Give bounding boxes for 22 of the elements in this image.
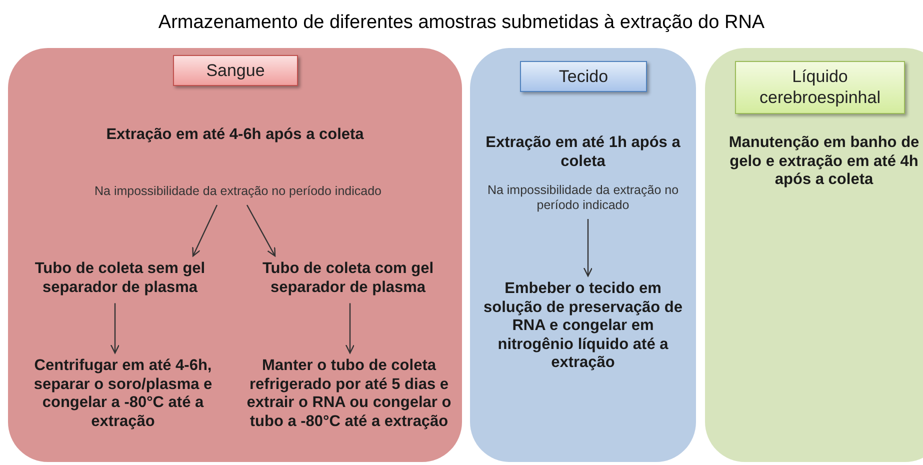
category-panel bbox=[705, 48, 923, 462]
step-text: Centrifugar em até 4-6h, separar o soro/plasma e congelar a -80°C até a extração bbox=[12, 357, 234, 432]
panel-heading: Líquido cerebroespinhal bbox=[735, 61, 905, 114]
arrow bbox=[192, 204, 218, 257]
panel-heading: Sangue bbox=[173, 55, 298, 86]
arrow bbox=[110, 303, 120, 354]
category-panel bbox=[8, 48, 462, 462]
step-text: Manter o tubo de coleta refrigerado por até 5 dias e extrair o RNA ou congelar o tubo a -80°C até a extração bbox=[236, 357, 462, 432]
panel-text: Manutenção em banho de gelo e extração em até 4h após a coleta bbox=[728, 134, 920, 190]
step-text: Tubo de coleta com gel separador de plasma bbox=[248, 260, 448, 298]
step-text: Embeber o tecido em solução de preservação de RNA e congelar em nitrogênio líquido até a extração bbox=[478, 280, 688, 373]
arrow bbox=[246, 204, 276, 257]
step-text: Tubo de coleta sem gel separador de plasma bbox=[20, 260, 220, 298]
arrow bbox=[345, 303, 355, 354]
category-panel bbox=[470, 48, 696, 462]
arrow bbox=[583, 219, 593, 277]
panel-heading: Tecido bbox=[520, 61, 647, 92]
step-text: Na impossibilidade da extração no período indicado bbox=[60, 184, 416, 199]
panel-text: Extração em até 1h após a coleta bbox=[484, 134, 682, 172]
diagram-title: Armazenamento de diferentes amostras submetidas à extração do RNA bbox=[157, 11, 766, 35]
panel-text: Extração em até 4-6h após a coleta bbox=[105, 126, 365, 145]
step-text: Na impossibilidade da extração no período indicado bbox=[478, 183, 688, 213]
